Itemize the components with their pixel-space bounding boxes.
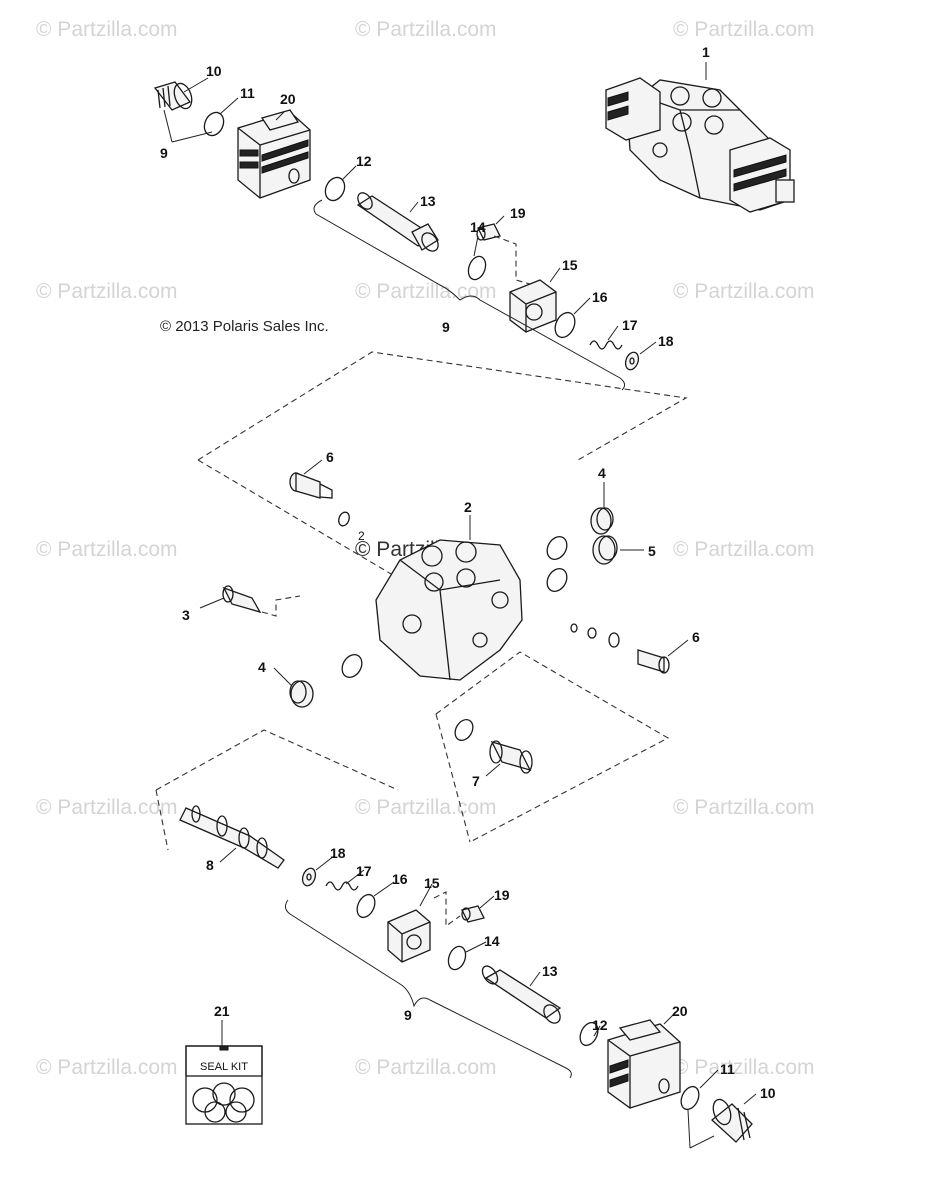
callout-17-bottom: 17 bbox=[356, 863, 372, 879]
callout-19-top: 19 bbox=[510, 205, 526, 221]
part-6-plug-lower[interactable] bbox=[637, 649, 670, 674]
part-oring-7[interactable] bbox=[452, 716, 477, 743]
watermark: © Partzilla.com bbox=[673, 1056, 815, 1079]
part-4-plug-lower[interactable] bbox=[289, 680, 314, 708]
watermark: © Partzilla.com bbox=[673, 538, 815, 561]
part-2-valve-body[interactable] bbox=[375, 539, 523, 681]
callout-2: 2 bbox=[464, 499, 472, 515]
part-14-oring-bottom[interactable] bbox=[445, 944, 468, 972]
watermark: © Partzilla.com bbox=[355, 1056, 497, 1079]
bracket-9-top bbox=[313, 199, 626, 391]
part-15-end-cap-bottom[interactable] bbox=[387, 909, 431, 963]
watermark: © Partzilla.com bbox=[673, 796, 815, 819]
watermark: © Partzilla.com bbox=[673, 280, 815, 303]
part-oring-right-1[interactable] bbox=[543, 533, 571, 563]
callout-4-upper: 4 bbox=[598, 465, 606, 481]
callout-13-top: 13 bbox=[420, 193, 436, 209]
part-19-screw-bottom[interactable] bbox=[461, 905, 485, 923]
callout-6-lower: 6 bbox=[692, 629, 700, 645]
watermark: © Partzilla.com bbox=[355, 280, 497, 303]
part-oring-small[interactable] bbox=[570, 623, 578, 633]
part-16-oring-bottom[interactable] bbox=[354, 892, 379, 921]
watermark: © Partzilla.com bbox=[36, 1056, 178, 1079]
part-12-oring-top[interactable] bbox=[322, 174, 348, 203]
callout-16-top: 16 bbox=[592, 289, 608, 305]
part-18-washer-bottom[interactable] bbox=[300, 866, 317, 887]
callout-11-top: 11 bbox=[240, 85, 255, 101]
part-14-oring-top[interactable] bbox=[465, 254, 488, 282]
part-3-spool-plug[interactable] bbox=[222, 585, 301, 617]
part-oring-small[interactable] bbox=[608, 632, 620, 648]
part-oring-right-2[interactable] bbox=[543, 565, 571, 595]
callout-19-bottom: 19 bbox=[494, 887, 510, 903]
part-20-solenoid-coil-top[interactable] bbox=[237, 109, 311, 199]
part-oring-small[interactable] bbox=[587, 627, 597, 639]
watermark: © Partzilla.com bbox=[36, 18, 178, 41]
callout-11-bottom: 11 bbox=[720, 1061, 735, 1077]
callout-6-upper: 6 bbox=[326, 449, 334, 465]
callout-14-top: 14 bbox=[470, 219, 486, 235]
seal-kit-label: SEAL KIT bbox=[200, 1061, 248, 1073]
part-12-oring-bottom[interactable] bbox=[577, 1020, 602, 1049]
part-5-plug[interactable] bbox=[592, 535, 618, 565]
part-17-spring-top[interactable] bbox=[589, 340, 623, 350]
part-11-oring-top[interactable] bbox=[201, 109, 227, 138]
watermark: © Partzilla.com bbox=[673, 18, 815, 41]
part-16-oring-top[interactable] bbox=[551, 309, 578, 340]
callout-4-lower: 4 bbox=[258, 659, 266, 675]
callout-13-bottom: 13 bbox=[542, 963, 558, 979]
part-13-tube-bottom[interactable] bbox=[479, 963, 563, 1026]
part-21-seal-kit[interactable]: SEAL KIT bbox=[185, 1045, 263, 1125]
bracket-9-bottom bbox=[284, 899, 572, 1079]
part-13-tube-top[interactable] bbox=[355, 190, 442, 254]
part-7-plug[interactable] bbox=[489, 740, 533, 774]
callout-18-bottom: 18 bbox=[330, 845, 346, 861]
callout-14-bottom: 14 bbox=[484, 933, 500, 949]
part-6-plug-upper[interactable] bbox=[289, 472, 333, 499]
watermark: © Partzilla.com bbox=[36, 280, 178, 303]
part-18-washer-top[interactable] bbox=[623, 350, 640, 371]
callout-9-bottom-bracket: 9 bbox=[404, 1007, 412, 1023]
callout-20-bottom: 20 bbox=[672, 1003, 688, 1019]
part-1-valve-assembly[interactable] bbox=[605, 77, 795, 213]
callout-8: 8 bbox=[206, 857, 214, 873]
part-oring-left[interactable] bbox=[338, 651, 366, 681]
callout-12-top: 12 bbox=[356, 153, 372, 169]
part-8-spool[interactable] bbox=[179, 805, 285, 869]
callout-15-bottom: 15 bbox=[424, 875, 440, 891]
callout-9-top-left: 9 bbox=[160, 145, 168, 161]
callout-10-top: 10 bbox=[206, 63, 222, 79]
part-15-end-cap-top[interactable] bbox=[509, 279, 557, 333]
watermark: © Partzilla.com bbox=[355, 18, 497, 41]
callout-7: 7 bbox=[472, 773, 480, 789]
callout-15-top: 15 bbox=[562, 257, 578, 273]
watermark: © Partzilla.com bbox=[36, 538, 178, 561]
callout-2-small: 2 bbox=[358, 529, 365, 543]
callout-5: 5 bbox=[648, 543, 656, 559]
part-10-coil-nut-top[interactable] bbox=[153, 81, 195, 111]
part-11-oring-bottom[interactable] bbox=[678, 1084, 703, 1113]
part-20-solenoid-coil-bottom[interactable] bbox=[607, 1019, 681, 1109]
callout-10-bottom: 10 bbox=[760, 1085, 776, 1101]
copyright-notice: © 2013 Polaris Sales Inc. bbox=[160, 318, 329, 335]
callout-16-bottom: 16 bbox=[392, 871, 408, 887]
callout-1: 1 bbox=[702, 44, 710, 60]
callout-3: 3 bbox=[182, 607, 190, 623]
callout-18-top: 18 bbox=[658, 333, 674, 349]
callout-20-top: 20 bbox=[280, 91, 296, 107]
callout-21: 21 bbox=[214, 1003, 230, 1019]
watermark: © Partzilla.com bbox=[36, 796, 178, 819]
part-4-plug-upper[interactable] bbox=[590, 507, 614, 535]
part-17-spring-bottom[interactable] bbox=[325, 881, 359, 891]
callout-9-top-bracket: 9 bbox=[442, 319, 450, 335]
part-oring-small[interactable] bbox=[337, 511, 351, 528]
callout-17-top: 17 bbox=[622, 317, 638, 333]
part-10-coil-nut-bottom[interactable] bbox=[710, 1097, 753, 1143]
watermark: © Partzilla.com bbox=[355, 796, 497, 819]
callout-12-bottom: 12 bbox=[592, 1017, 608, 1033]
